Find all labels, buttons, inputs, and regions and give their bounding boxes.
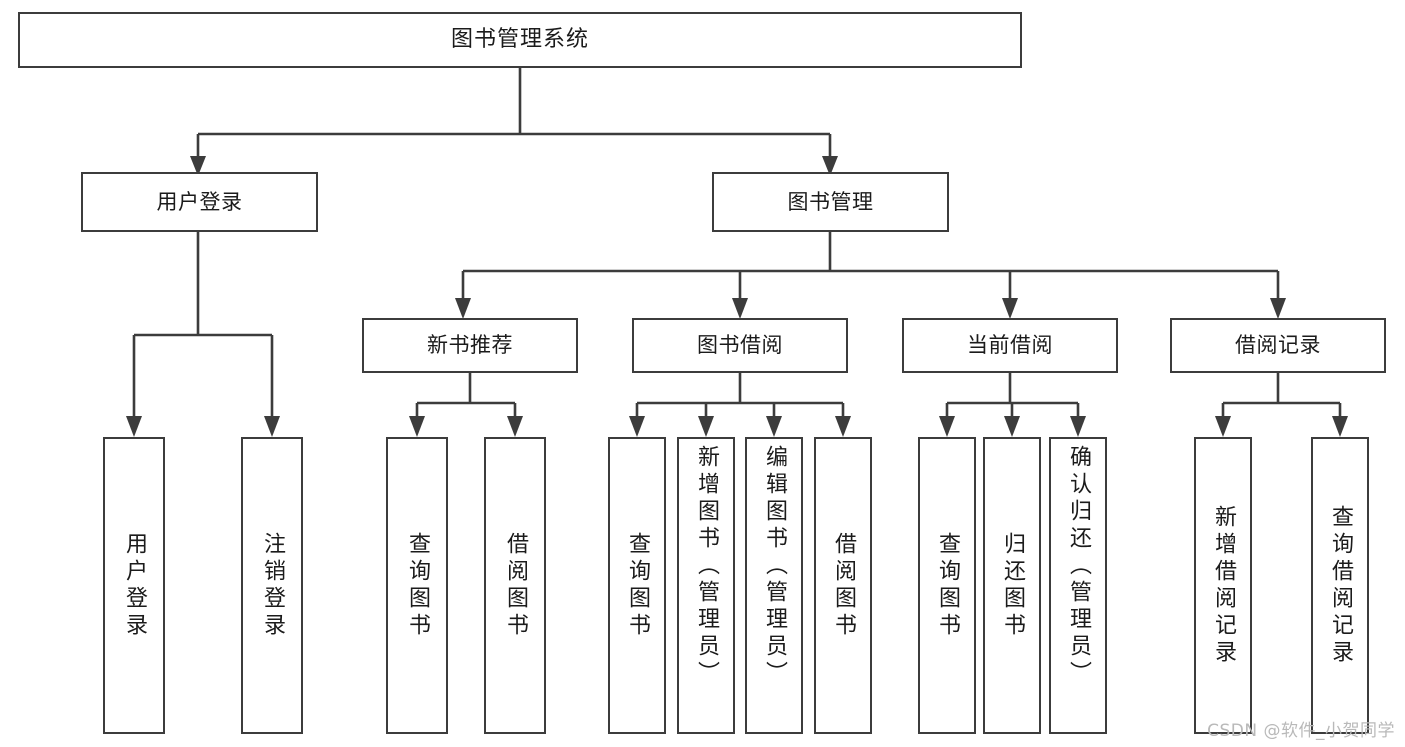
arrowhead-leaf-return-book	[1004, 416, 1020, 437]
arrowhead-borrow-record	[1270, 298, 1286, 319]
arrowhead-leaf-edit-book	[766, 416, 782, 437]
arrowhead-leaf-add-book	[698, 416, 714, 437]
arrowhead-current-borrow	[1002, 298, 1018, 319]
node-leaf-add-borrow-record[interactable]: 新增借阅记录	[1194, 437, 1252, 734]
node-root-book-management-system[interactable]: 图书管理系统	[18, 12, 1022, 68]
node-label: 查询图书	[405, 531, 430, 640]
node-label: 查询图书	[625, 531, 650, 640]
node-leaf-query-borrow-record[interactable]: 查询借阅记录	[1311, 437, 1369, 734]
node-label: 借阅图书	[503, 531, 528, 640]
arrowhead-leaf-logout	[264, 416, 280, 437]
arrowhead-leaf-add-record	[1215, 416, 1231, 437]
node-leaf-query-book-borrow[interactable]: 查询图书	[608, 437, 666, 734]
node-label: 注销登录	[260, 531, 285, 640]
node-leaf-return-book[interactable]: 归还图书	[983, 437, 1041, 734]
node-book-manage[interactable]: 图书管理	[712, 172, 949, 232]
node-label: 用户登录	[122, 531, 147, 640]
node-book-borrow[interactable]: 图书借阅	[632, 318, 848, 373]
arrowhead-book-borrow	[732, 298, 748, 319]
node-borrow-record[interactable]: 借阅记录	[1170, 318, 1386, 373]
arrowhead-leaf-query-book-2	[629, 416, 645, 437]
node-label: 编辑图书（管理员）	[762, 445, 787, 688]
arrowhead-new-book-recommend	[455, 298, 471, 319]
node-label: 用户登录	[156, 189, 243, 214]
arrowhead-leaf-confirm-return	[1070, 416, 1086, 437]
node-leaf-query-book-recommend[interactable]: 查询图书	[386, 437, 448, 734]
arrowhead-leaf-query-book-3	[939, 416, 955, 437]
arrowhead-leaf-query-book-1	[409, 416, 425, 437]
node-label: 当前借阅	[967, 333, 1053, 358]
node-label: 归还图书	[1000, 531, 1025, 640]
node-leaf-query-book-current[interactable]: 查询图书	[918, 437, 976, 734]
arrowhead-leaf-borrow-book-2	[835, 416, 851, 437]
node-label: 图书管理	[787, 189, 874, 214]
node-label: 借阅记录	[1235, 333, 1321, 358]
node-label: 图书管理系统	[450, 27, 589, 53]
node-current-borrow[interactable]: 当前借阅	[902, 318, 1118, 373]
node-user-login[interactable]: 用户登录	[81, 172, 318, 232]
node-leaf-confirm-return[interactable]: 确认归还（管理员）	[1049, 437, 1107, 734]
node-label: 新增图书（管理员）	[694, 445, 719, 688]
node-new-book-recommend[interactable]: 新书推荐	[362, 318, 578, 373]
node-leaf-add-book[interactable]: 新增图书（管理员）	[677, 437, 735, 734]
arrowhead-leaf-user-login	[126, 416, 142, 437]
node-leaf-logout[interactable]: 注销登录	[241, 437, 303, 734]
node-leaf-borrow-book[interactable]: 借阅图书	[814, 437, 872, 734]
node-label: 新增借阅记录	[1211, 504, 1236, 667]
node-label: 图书借阅	[697, 333, 783, 358]
node-leaf-user-login[interactable]: 用户登录	[103, 437, 165, 734]
node-label: 查询借阅记录	[1328, 504, 1353, 667]
arrowhead-leaf-borrow-book-1	[507, 416, 523, 437]
watermark-text: CSDN @软件_小贺同学	[1207, 721, 1395, 741]
node-label: 查询图书	[935, 531, 960, 640]
node-leaf-edit-book[interactable]: 编辑图书（管理员）	[745, 437, 803, 734]
node-label: 新书推荐	[427, 333, 513, 358]
node-label: 确认归还（管理员）	[1066, 445, 1091, 688]
node-leaf-borrow-book-recommend[interactable]: 借阅图书	[484, 437, 546, 734]
arrowhead-leaf-query-record	[1332, 416, 1348, 437]
node-label: 借阅图书	[831, 531, 856, 640]
